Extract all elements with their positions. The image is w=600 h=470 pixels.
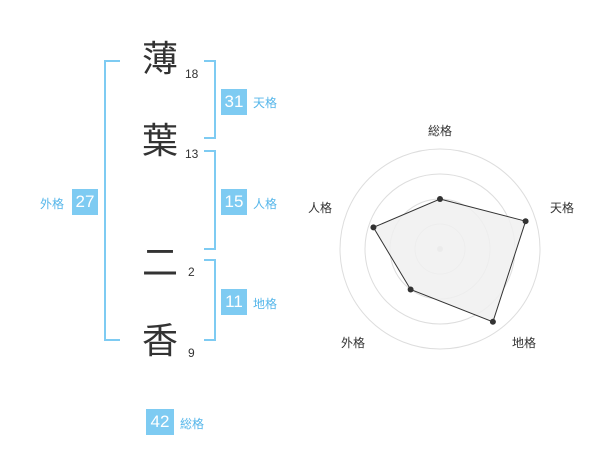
jinkaku-bracket: [204, 150, 216, 250]
name-char-3: 二: [142, 243, 179, 284]
radar-series-line: [372, 198, 527, 323]
gaikaku-value: 27: [72, 189, 98, 215]
radar-point-4: [370, 224, 377, 231]
radar-point-0: [437, 196, 443, 202]
radar-label-gaikaku: 外格: [341, 336, 366, 350]
gaikaku-bracket: [104, 60, 120, 341]
gaikaku-label: 外格: [40, 197, 65, 211]
radar-ring: [339, 148, 541, 350]
jinkaku-value: 15: [221, 189, 247, 215]
chikaku-value: 11: [221, 289, 247, 315]
chikaku-bracket: [204, 259, 216, 341]
stroke-count-3: 2: [188, 265, 195, 279]
tenkaku-bracket: [204, 60, 216, 139]
name-char-4: 香: [142, 321, 179, 362]
radar-point-3: [407, 286, 414, 293]
jinkaku-label: 人格: [253, 197, 278, 211]
soukaku-value: 42: [146, 409, 174, 435]
tenkaku-value: 31: [221, 89, 247, 115]
radar-point-2: [489, 318, 496, 325]
radar-label-jinkaku: 人格: [308, 201, 333, 215]
stroke-count-2: 13: [185, 147, 199, 161]
tenkaku-label: 天格: [253, 96, 278, 110]
radar-point-1: [522, 218, 529, 225]
chikaku-label: 地格: [253, 297, 278, 311]
name-char-1: 薄: [142, 39, 179, 80]
stroke-count-1: 18: [185, 67, 199, 81]
stroke-count-4: 9: [188, 346, 195, 360]
radar-label-soukaku: 総格: [428, 124, 453, 138]
soukaku-label: 総格: [180, 417, 205, 431]
radar-label-tenkaku: 天格: [550, 201, 575, 215]
name-char-2: 葉: [142, 121, 179, 162]
radar-label-chikaku: 地格: [512, 336, 537, 350]
